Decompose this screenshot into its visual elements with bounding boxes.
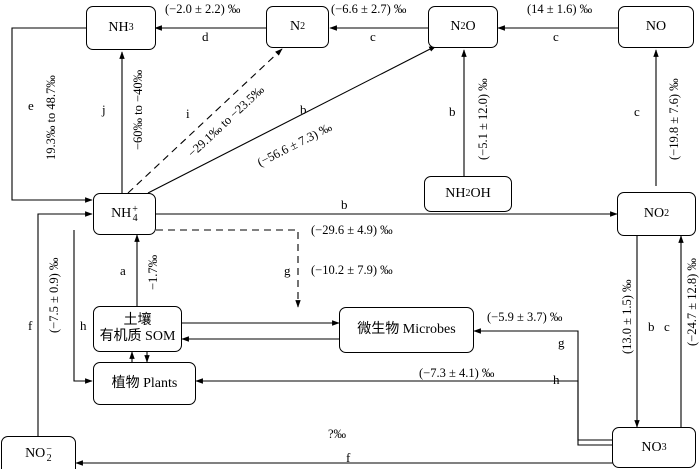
nh3-label: NH: [108, 20, 129, 35]
nh4-label: NH: [111, 206, 132, 221]
n2o-tail: O: [465, 19, 476, 34]
label-g-dash-value: (−29.6 ± 4.9) ‰: [311, 223, 393, 237]
label-nh2oh-value: (−5.1 ± 12.0) ‰: [476, 78, 490, 160]
label-h-no3: h: [553, 372, 560, 387]
arrow-i-nh4-to-n2: [127, 48, 283, 194]
node-no: NO: [618, 6, 694, 48]
label-j: j: [102, 102, 106, 117]
arrow-h-nh4-to-plants: [73, 230, 93, 384]
label-g-no3: g: [558, 335, 565, 350]
label-b-n2o: b: [300, 102, 307, 117]
label-a-value: −1.7‰: [146, 254, 160, 290]
no2m-sup: −: [46, 443, 52, 455]
node-som: 土壤 有机质 SOM: [93, 306, 182, 352]
label-d: d: [202, 29, 209, 44]
som-line1: 土壤: [123, 313, 152, 328]
n2o-label: N: [450, 19, 461, 34]
label-a: a: [120, 263, 126, 278]
n2-label: N: [289, 19, 301, 34]
label-h-left: h: [80, 318, 87, 333]
label-e: e: [28, 98, 34, 113]
label-c-no3-no2: c: [664, 319, 670, 334]
nh4-sup: +: [132, 204, 138, 215]
node-plants: 植物 Plants: [93, 362, 196, 405]
label-n2o-n2-value: (−6.6 ± 2.7) ‰: [331, 2, 407, 16]
label-c-no2-no: c: [634, 104, 640, 119]
arrow-g-no3-to-microbes: [473, 328, 612, 441]
arrow-g-nh4-to-microbes: [156, 229, 301, 308]
no2m-sub: 2: [46, 452, 52, 464]
label-b-no2-no3: b: [648, 319, 655, 334]
label-no2m-value: ?‰: [328, 427, 347, 441]
arrow-e-nh3-to-nh4: [11, 27, 93, 203]
nh4-sub: 4: [132, 213, 138, 224]
label-g-value: (−10.2 ± 7.9) ‰: [311, 263, 393, 277]
label-no3-microbes-value: (−5.9 ± 3.7) ‰: [487, 310, 563, 324]
label-no2-no3-value: (13.0 ± 1.5) ‰: [620, 279, 634, 354]
arrow-b-nh4-to-n2o: [147, 45, 437, 194]
label-g: g: [284, 263, 291, 278]
label-c-no-n2o: c: [553, 29, 559, 44]
no2-label: NO: [643, 206, 665, 221]
no2m-label: NO: [25, 445, 46, 461]
label-no3-plants-value: (−7.3 ± 4.1) ‰: [419, 366, 495, 380]
label-f-left-value: (−7.5 ± 0.9) ‰: [47, 257, 61, 333]
label-no3-no2-value: (−24.7 ± 12.8) ‰: [685, 258, 699, 346]
node-microbes: 微生物 Microbes: [339, 307, 474, 353]
nh2oh-label: NH: [445, 186, 466, 201]
label-b-nh2oh: b: [449, 104, 456, 119]
microbes-label: 微生物 Microbes: [357, 322, 456, 337]
label-e-value: 19.3‰ to 48.7‰: [44, 75, 58, 160]
label-n2-nh3-value: (−2.0 ± 2.2) ‰: [165, 2, 241, 16]
label-c-n2o-n2: c: [370, 29, 376, 44]
label-f-bottom: f: [346, 450, 351, 465]
no-label: NO: [645, 19, 667, 34]
plants-label: 植物 Plants: [111, 375, 178, 391]
label-b-nh4-no2: b: [341, 197, 348, 212]
nh2oh-tail: OH: [470, 186, 491, 201]
label-no-n2o-value: (14 ± 1.6) ‰: [527, 2, 593, 16]
node-no2-minus: NO−2: [1, 436, 76, 469]
arrow-h-no3-to-plants: [195, 378, 612, 446]
arrow-f-no2m-to-nh4: [37, 211, 93, 452]
no3-label: NO: [641, 439, 662, 455]
label-f-left: f: [28, 318, 33, 333]
label-i: i: [186, 106, 190, 121]
label-j-value: −60‰ to −40‰: [131, 69, 145, 150]
node-nh4: NH+4: [93, 193, 156, 235]
label-no2-no-value: (−19.8 ± 7.6) ‰: [667, 78, 681, 160]
som-line2: 有机质 SOM: [99, 329, 176, 344]
